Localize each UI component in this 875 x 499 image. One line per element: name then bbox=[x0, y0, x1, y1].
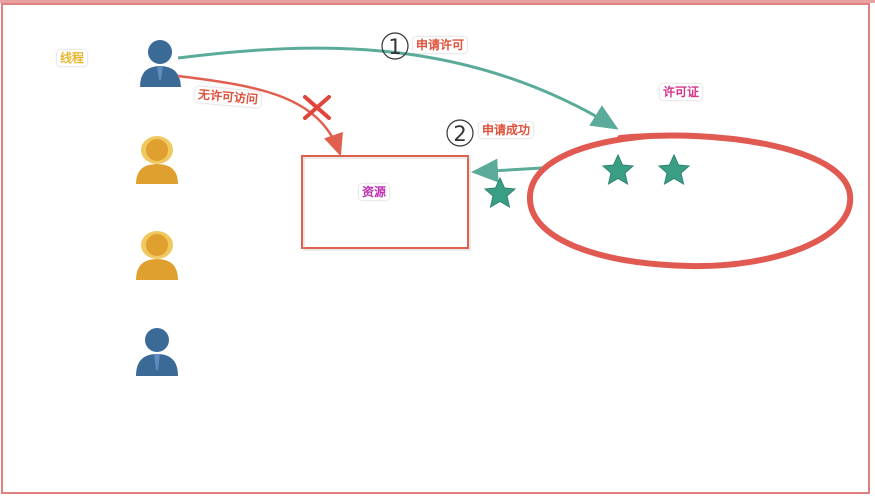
thread-label: 线程 bbox=[57, 50, 88, 66]
thread-2-female-user-icon bbox=[136, 136, 178, 184]
permit-oval bbox=[526, 132, 854, 270]
diagram-frame bbox=[1, 3, 870, 494]
request-permit-arrow bbox=[177, 46, 619, 130]
permit-star-2-icon bbox=[657, 153, 691, 186]
resource-label: 资源 bbox=[359, 184, 390, 200]
denied-cross-icon bbox=[303, 95, 331, 120]
step-1-circle bbox=[381, 32, 409, 60]
resource-box bbox=[301, 155, 469, 249]
step-2-number: 2 bbox=[453, 122, 466, 146]
thread-4-male-user-icon bbox=[136, 328, 178, 376]
step-2-circle bbox=[446, 119, 474, 147]
step-1-number: 1 bbox=[388, 35, 401, 59]
thread-3-female-user-icon bbox=[136, 231, 178, 280]
thread-1-male-user-icon bbox=[140, 40, 181, 87]
request-permit-label: 申请许可 bbox=[413, 37, 468, 53]
request-success-arrow bbox=[471, 158, 543, 183]
permit-star-1-icon bbox=[601, 153, 635, 186]
permit-label: 许可证 bbox=[660, 84, 703, 100]
request-success-label: 申请成功 bbox=[479, 122, 533, 138]
resource-box-shadow bbox=[303, 157, 471, 251]
frame-top-edge bbox=[0, 0, 875, 3]
no-permit-access-arrow bbox=[177, 74, 343, 157]
granted-star-icon bbox=[483, 176, 517, 209]
